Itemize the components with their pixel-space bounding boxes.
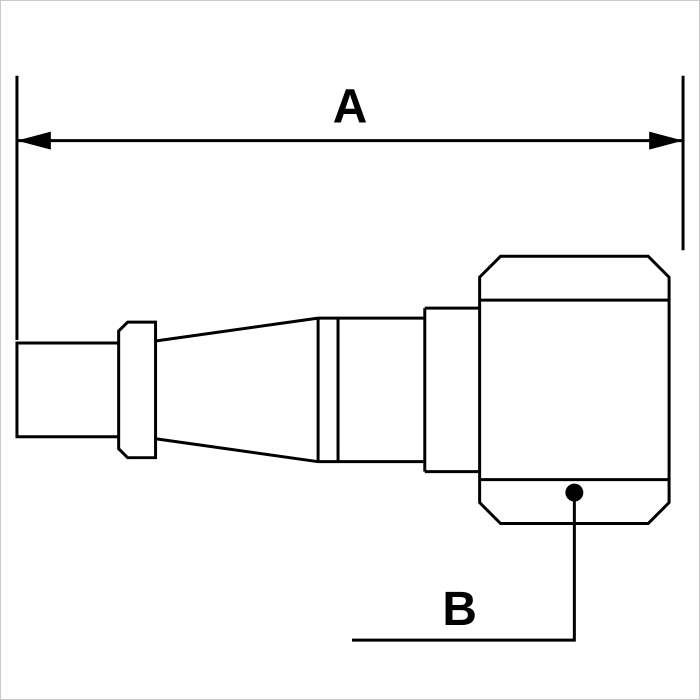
dimension-a-label: A: [333, 81, 368, 134]
arrowhead-left-icon: [16, 131, 51, 150]
fitting-outline: [15, 254, 671, 525]
tip-cylinder: [15, 341, 119, 439]
collar-flange: [117, 320, 158, 460]
hex-nut: [478, 254, 671, 525]
hose-barb: [155, 316, 425, 464]
arrowhead-right-icon: [649, 131, 684, 150]
hex-nut-flat-lines: [479, 298, 670, 482]
washer: [423, 306, 480, 474]
leader-line-b: [351, 492, 576, 642]
dimension-a: A: [15, 75, 685, 341]
callout-b: B: [351, 483, 584, 642]
point-b-label: B: [442, 583, 477, 636]
